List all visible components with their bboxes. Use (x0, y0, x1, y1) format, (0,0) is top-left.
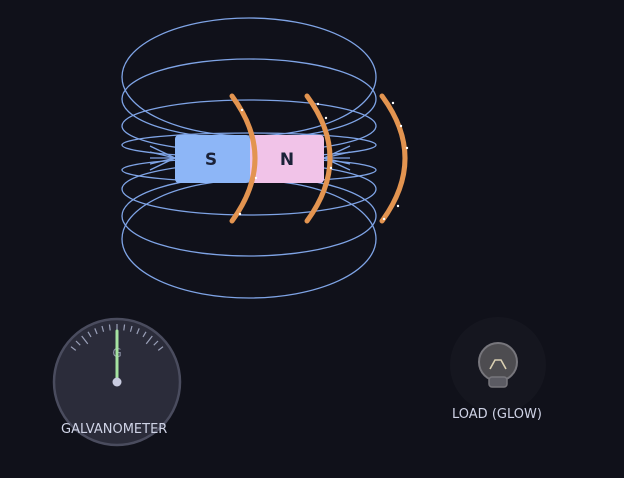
light-bulb-icon (478, 342, 518, 382)
scale-tick (75, 340, 81, 346)
galvanometer-scale-ticks (70, 324, 164, 351)
load-label: LOAD (GLOW) (452, 407, 542, 422)
scale-tick (108, 324, 111, 331)
scale-tick (123, 324, 126, 331)
magnet-south-pole[interactable] (175, 135, 250, 183)
galvanometer: G (52, 317, 182, 447)
scale-tick (94, 328, 98, 335)
coil-loop (304, 93, 333, 224)
bulb-base (488, 376, 508, 388)
load-bulb (450, 317, 546, 413)
scale-tick (142, 331, 147, 338)
field-line (121, 17, 377, 137)
galvanometer-label: GALVANOMETER (61, 422, 168, 437)
magnet-north-pole[interactable] (250, 135, 324, 183)
scale-tick (129, 325, 133, 332)
coil (229, 93, 409, 224)
scale-tick (81, 335, 89, 345)
scale-tick (136, 328, 140, 335)
coil-charge-dots (238, 101, 409, 221)
north-pole-label: N (280, 150, 294, 170)
scale-tick (70, 346, 77, 351)
scale-tick (157, 346, 164, 351)
coil-loop (379, 93, 408, 224)
scale-tick (153, 340, 159, 346)
bar-magnet[interactable]: S N (175, 135, 324, 183)
field-fan-left (149, 145, 176, 171)
scale-tick (101, 325, 105, 332)
south-pole-label: S (205, 150, 217, 170)
bulb-filament (489, 359, 507, 370)
scale-tick (87, 331, 92, 338)
galvanometer-pivot (112, 377, 122, 387)
field-line (121, 179, 377, 299)
scale-tick (145, 335, 153, 345)
